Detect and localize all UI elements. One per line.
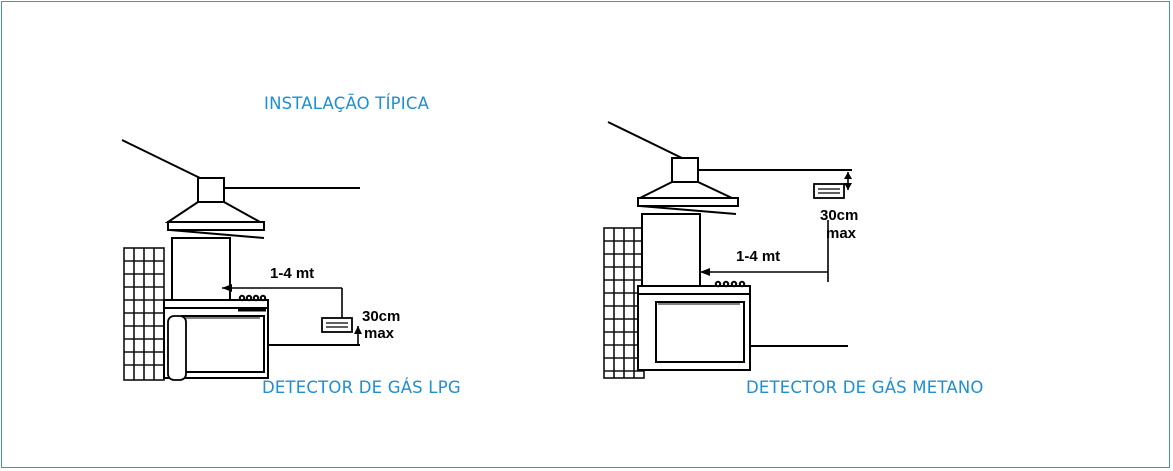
range-hood xyxy=(164,177,265,239)
gas-detector xyxy=(321,317,353,333)
height-label-line1: 30cm xyxy=(362,308,400,325)
distance-arrow xyxy=(700,220,829,282)
height-arrow xyxy=(844,172,852,190)
tiled-wall xyxy=(123,247,165,381)
metano-caption: DETECTOR DE GÁS METANO xyxy=(746,378,984,397)
range-hood xyxy=(637,157,739,215)
figure-title: INSTALAÇÃO TÍPICA xyxy=(264,94,430,113)
lpg-caption: DETECTOR DE GÁS LPG xyxy=(262,378,461,397)
gas-cylinder xyxy=(167,315,187,381)
height-label-line2: max xyxy=(826,225,857,242)
lpg-kitchen-illustration: 1-4 mt 30cm max xyxy=(121,139,400,381)
distance-arrow xyxy=(222,284,343,320)
height-label-line2: max xyxy=(364,325,395,342)
metano-kitchen-illustration: 1-4 mt 30cm max xyxy=(603,121,858,379)
height-arrow xyxy=(354,326,362,344)
distance-label: 1-4 mt xyxy=(736,248,780,265)
gas-detector xyxy=(813,183,845,199)
stove xyxy=(637,280,751,371)
distance-label: 1-4 mt xyxy=(270,265,314,282)
height-label-line1: 30cm xyxy=(820,207,858,224)
